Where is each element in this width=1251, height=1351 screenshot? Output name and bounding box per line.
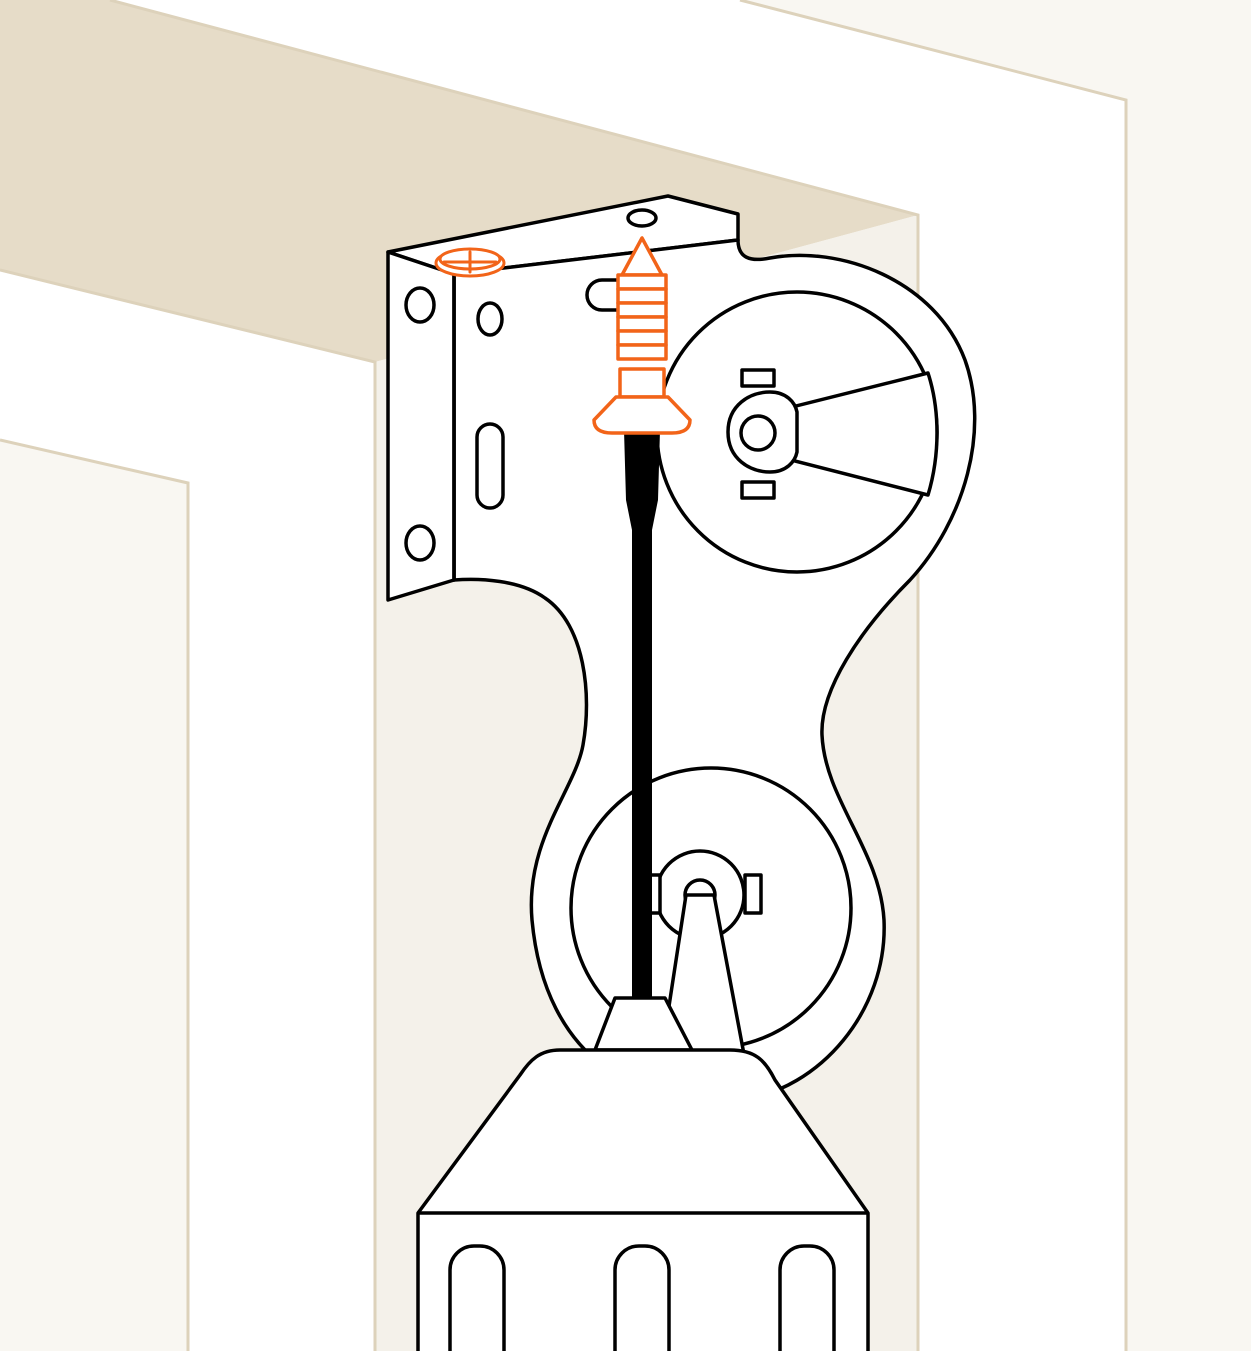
drill-grip-slot-right [778, 1244, 836, 1351]
screw-thread-1 [616, 273, 668, 291]
upper-pulley-arm [758, 371, 939, 497]
flange-hole-upper [404, 286, 436, 324]
plate-slot-vertical [475, 422, 505, 510]
screw-thread-6 [616, 343, 668, 361]
driver-bit [624, 430, 660, 1000]
left-panel [0, 440, 188, 1351]
upper-pulley-axle [739, 414, 777, 452]
plate-hole-small [476, 301, 504, 337]
right-panel [1126, 80, 1251, 1351]
upper-tab-top [740, 368, 776, 388]
upper-tab-bottom [740, 480, 776, 500]
screw-head [592, 395, 692, 435]
flange-hole-lower [404, 524, 436, 562]
screwdriver-icon [416, 430, 870, 1351]
screw-icon [592, 236, 692, 435]
screw-thread-2 [616, 287, 668, 305]
trim-lines [0, 0, 1128, 1351]
trim-line-soffit-front [0, 268, 377, 1351]
drill-grip-slot-center [613, 1244, 671, 1351]
lower-tab-right [743, 873, 763, 915]
screw-shank [618, 367, 666, 399]
drill-body [416, 1048, 870, 1351]
phillips-screw-head-icon [434, 247, 506, 278]
trim-line-left-panel [0, 438, 190, 1351]
screw-thread-5 [616, 329, 668, 347]
screw-thread-3 [616, 301, 668, 319]
wall-face-left [0, 270, 375, 1351]
trim-line-soffit-back [109, 0, 920, 1351]
top-flange-hole [626, 208, 658, 228]
trim-line-top-right [739, 0, 1128, 1351]
drill-grip-slot-left [448, 1244, 506, 1351]
screw-thread-4 [616, 315, 668, 333]
